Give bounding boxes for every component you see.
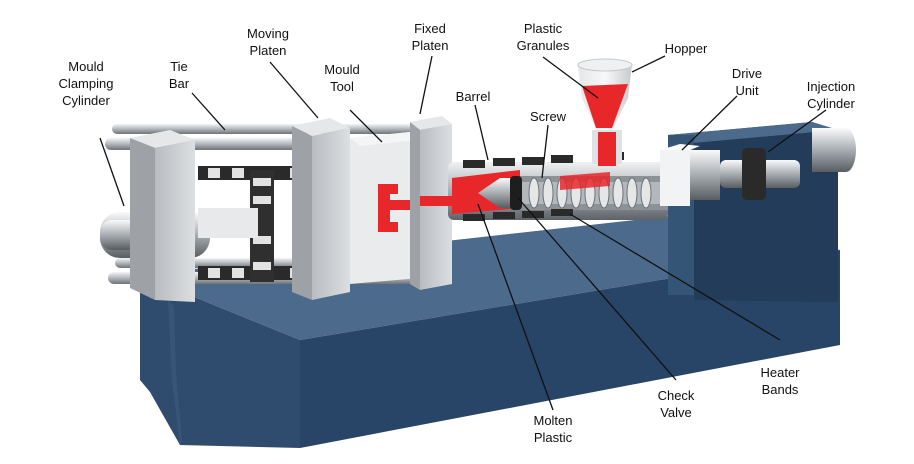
label-heater-bands: Heater Bands [760,365,800,397]
leader-lines [99,55,827,411]
label-moving-platen: Moving Platen [247,26,289,58]
leader-hopper [631,55,666,73]
leader-tie-bar [191,92,226,131]
label-mould-tool: Mould Tool [324,62,360,94]
label-screw: Screw [529,109,567,124]
leader-check-valve [517,197,677,381]
leader-barrel [474,104,489,161]
leader-moving-platen [269,61,319,119]
leader-fixed-platen [419,55,433,115]
injection-cylinder [720,128,856,200]
label-molten-plastic: Molten Plastic [533,413,573,445]
label-injection-cylinder: Injection Cylinder [806,79,856,111]
label-hopper: Hopper [664,41,708,56]
mould-tool [350,132,420,284]
leader-heater-bands [569,213,781,341]
hopper [577,58,633,166]
label-check-valve: Check Valve [657,388,695,420]
label-drive-unit: Drive Unit [731,66,763,98]
label-plastic-granules: Plastic Granules [516,21,570,53]
leader-mould-clamping-cylinder [99,137,125,207]
moving-platen [292,118,350,300]
fixed-platen [410,116,452,290]
toggle-linkage [198,166,318,282]
label-mould-clamping-cylinder: Mould Clamping Cylinder [58,59,114,108]
label-fixed-platen: Fixed Platen [411,21,449,53]
leader-molten-plastic [477,203,554,411]
label-tie-bar: Tie Bar [168,59,190,91]
leader-injection-cylinder [767,109,827,153]
screw-assembly [478,172,668,210]
leader-plastic-granules [542,56,599,99]
drive-unit [660,144,720,206]
leader-mould-tool [349,109,383,143]
leader-screw [541,124,549,179]
leader-drive-unit [681,95,738,151]
rear-platen [130,130,195,302]
label-barrel: Barrel [455,89,491,104]
